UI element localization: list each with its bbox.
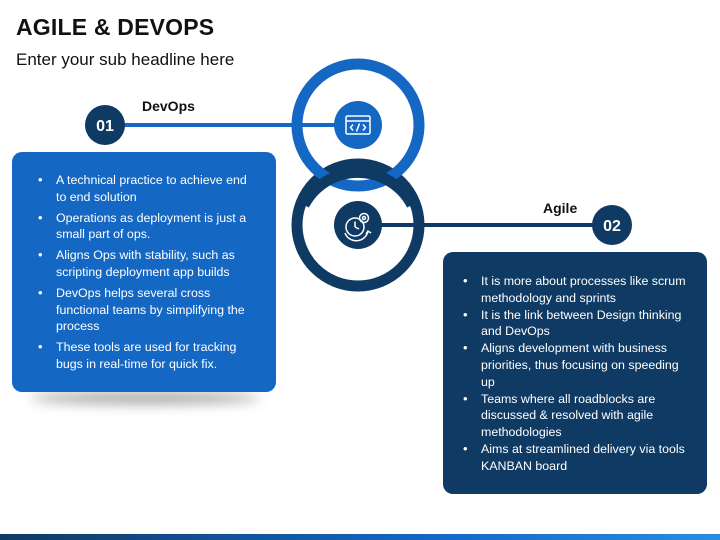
agile-description-box: It is more about processes like scrum me… [443, 252, 707, 494]
list-item: Teams where all roadblocks are discussed… [459, 391, 693, 441]
agile-label: Agile [543, 200, 578, 216]
devops-ring [291, 58, 425, 192]
devops-label: DevOps [142, 98, 195, 114]
list-item: DevOps helps several cross functional te… [34, 285, 260, 335]
devops-number-badge [85, 105, 125, 145]
agile-icon-circle [334, 201, 382, 249]
page-subtitle: Enter your sub headline here [16, 50, 235, 69]
list-item: Aims at streamlined delivery via tools K… [459, 441, 693, 475]
agile-number-badge [592, 205, 632, 245]
devops-description-box: A technical practice to achieve end to e… [12, 152, 276, 392]
list-item: These tools are used for tracking bugs i… [34, 339, 260, 373]
list-item: A technical practice to achieve end to e… [34, 172, 260, 206]
devops-points-list: A technical practice to achieve end to e… [34, 172, 260, 373]
agile-ring-overlap [299, 166, 417, 208]
list-item: Operations as deployment is just a small… [34, 210, 260, 244]
devops-icon-circle [334, 101, 382, 149]
devops-box-shadow [30, 392, 260, 404]
bottom-accent-bar [0, 534, 720, 540]
code-window-icon [345, 115, 371, 135]
agile-ring [291, 158, 425, 292]
list-item: It is more about processes like scrum me… [459, 273, 693, 307]
gear-clock-icon [344, 212, 372, 242]
list-item: Aligns development with business priorit… [459, 340, 693, 390]
agile-number: 02 [603, 218, 621, 235]
list-item: It is the link between Design thinking a… [459, 307, 693, 341]
page-title: AGILE & DEVOPS [16, 14, 215, 40]
list-item: Aligns Ops with stability, such as scrip… [34, 247, 260, 281]
devops-number: 01 [96, 118, 114, 135]
agile-points-list: It is more about processes like scrum me… [459, 273, 693, 475]
